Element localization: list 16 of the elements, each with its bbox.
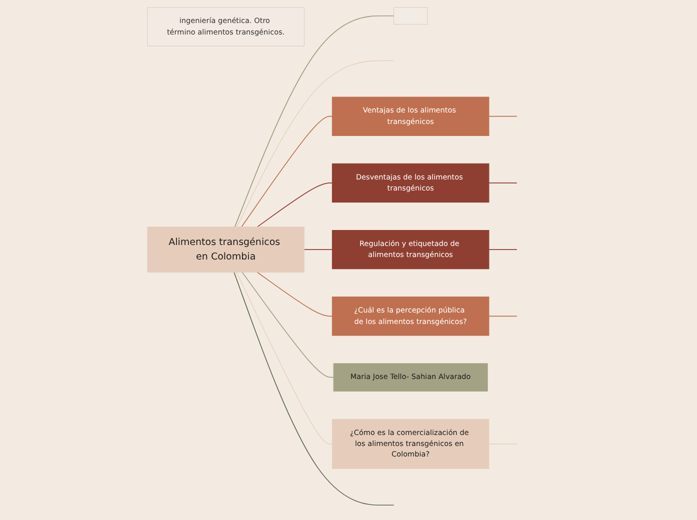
connector	[236, 60, 394, 227]
connector	[233, 271, 394, 506]
connector	[488, 443, 517, 444]
connector	[488, 248, 517, 250]
connector	[256, 271, 332, 316]
node-box	[393, 6, 428, 24]
connector	[236, 271, 332, 444]
connector	[234, 14, 394, 227]
connector	[488, 115, 517, 116]
connector	[303, 248, 332, 250]
node-box: Alimentos transgénicos en Colombia	[146, 226, 304, 272]
connector	[488, 315, 517, 316]
connector	[256, 182, 332, 227]
connector	[240, 115, 332, 227]
connector	[488, 182, 517, 183]
connector	[241, 271, 334, 378]
